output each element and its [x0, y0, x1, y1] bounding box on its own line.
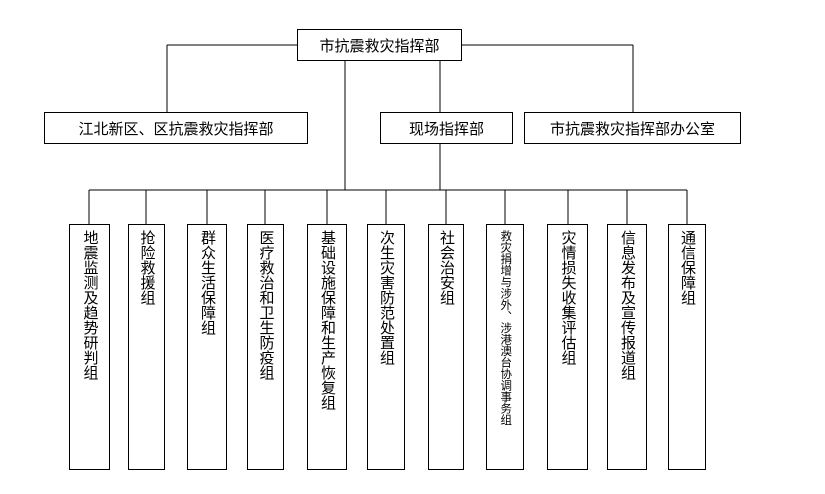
middle-node-label: 现场指挥部: [408, 119, 484, 138]
group-node-communications: 通信保障组: [668, 224, 706, 470]
middle-node-district-hq: 江北新区、区抗震救灾指挥部: [44, 112, 308, 144]
group-node-secondary-disaster: 次生灾害防范处置组: [367, 224, 405, 470]
group-node-label: 灾情损失收集评估组: [559, 230, 578, 365]
group-node-label: 信息发布及宣传报道组: [619, 230, 637, 380]
group-node-label: 救灾捐增与涉外、涉港澳台协调事务组: [499, 230, 514, 426]
group-node-rescue: 抢险救援组: [128, 224, 165, 470]
group-node-label: 地震监测及趋势研判组: [81, 230, 100, 380]
group-node-livelihood: 群众生活保障组: [187, 224, 227, 470]
group-node-label: 抢险救援组: [138, 230, 157, 305]
group-node-label: 群众生活保障组: [199, 230, 217, 335]
group-node-seismic-monitoring: 地震监测及趋势研判组: [69, 224, 110, 470]
top-node-label: 市抗震救灾指挥部: [319, 36, 440, 55]
group-node-loss-assessment: 灾情损失收集评估组: [547, 224, 588, 470]
group-node-label: 次生灾害防范处置组: [378, 230, 396, 365]
group-node-medical: 医疗救治和卫生防疫组: [247, 224, 284, 470]
middle-node-label: 江北新区、区抗震救灾指挥部: [78, 119, 274, 138]
middle-node-hq-office: 市抗震救灾指挥部办公室: [524, 112, 741, 144]
group-node-infrastructure: 基础设施保障和生产恢复组: [307, 224, 347, 470]
middle-node-label: 市抗震救灾指挥部办公室: [549, 119, 715, 138]
group-node-donation-foreign-affairs: 救灾捐增与涉外、涉港澳台协调事务组: [486, 224, 524, 470]
group-node-label: 社会治安组: [438, 230, 456, 305]
group-node-label: 通信保障组: [679, 230, 697, 305]
middle-node-field-hq: 现场指挥部: [380, 112, 513, 144]
top-node-hq: 市抗震救灾指挥部: [297, 29, 462, 61]
group-node-label: 基础设施保障和生产恢复组: [319, 230, 337, 410]
group-node-label: 医疗救治和卫生防疫组: [257, 230, 276, 380]
group-node-information-release: 信息发布及宣传报道组: [607, 224, 647, 470]
group-node-public-security: 社会治安组: [428, 224, 464, 470]
